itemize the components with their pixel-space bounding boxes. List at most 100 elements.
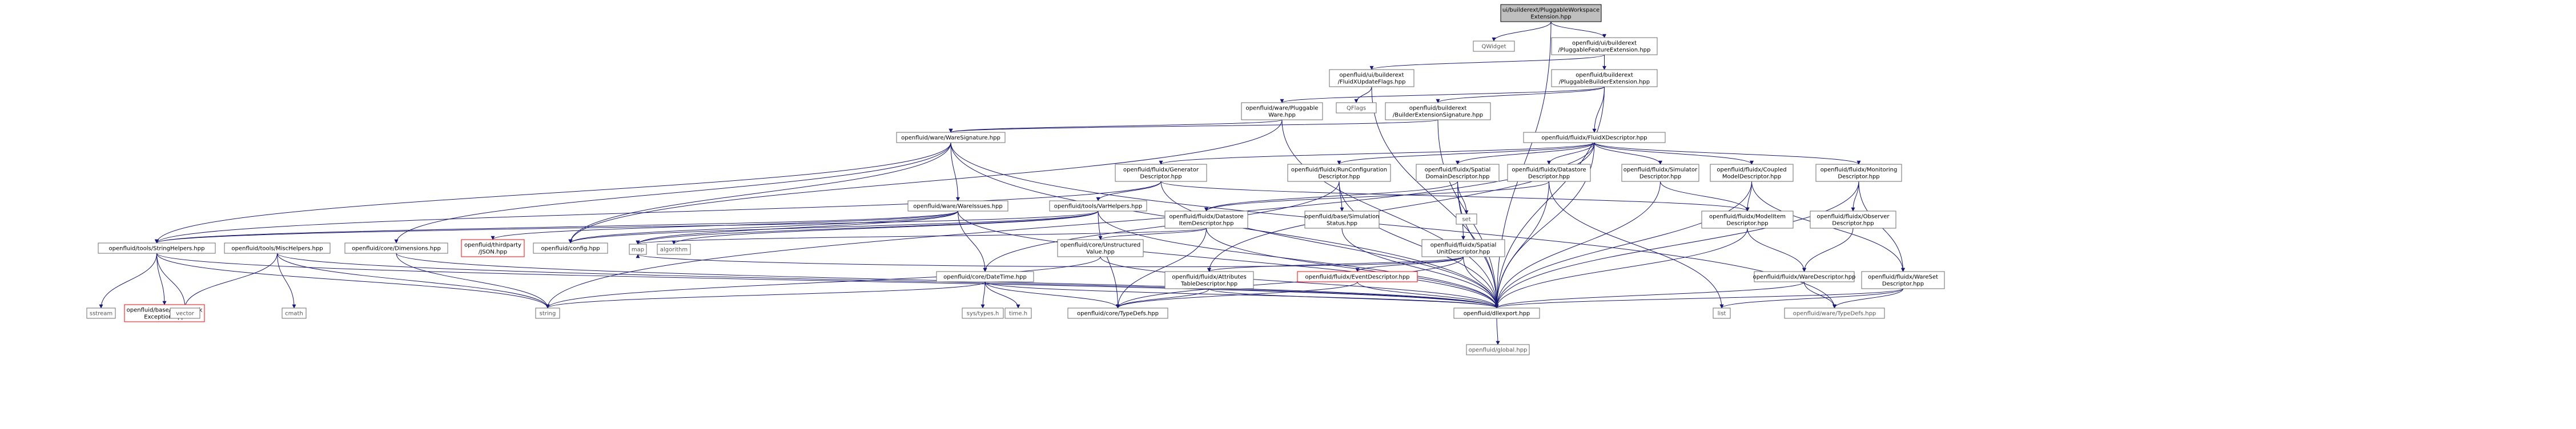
- edge-event_desc-to-core_typedefs: [1116, 281, 1358, 309]
- node-ware_desc[interactable]: openfluid/fluidx/WareDescriptor.hpp: [1753, 271, 1856, 282]
- node-ds_item[interactable]: openfluid/fluidx/DatastoreItemDescriptor…: [1164, 211, 1248, 229]
- node-box: [1287, 164, 1391, 182]
- node-set: set: [1456, 213, 1477, 225]
- node-algorithm: algorithm: [657, 244, 691, 255]
- edge-ds_desc-to-dllexport: [1494, 181, 1549, 309]
- node-label: Descriptor.hpp: [1726, 221, 1768, 227]
- node-label: openfluid/fluidx/Simulator: [1623, 167, 1698, 173]
- edge-pbuilder-to-dllexport: [1494, 86, 1605, 309]
- node-label: openfluid/fluidx/Datastore: [1512, 167, 1586, 173]
- node-varhelpers[interactable]: openfluid/tools/VarHelpers.hpp: [1049, 200, 1147, 212]
- edge-fluidx_desc-to-run_conf: [1337, 142, 1595, 165]
- edge-gen_desc-to-strhelpers: [155, 181, 1162, 244]
- node-datetime[interactable]: openfluid/core/DateTime.hpp: [936, 271, 1034, 282]
- node-spatial_unit[interactable]: openfluid/fluidx/SpatialUnitDescriptor.h…: [1421, 239, 1505, 257]
- node-box: [1336, 102, 1377, 114]
- node-pfeature[interactable]: openfluid/ui/builderext/PluggableFeature…: [1551, 37, 1658, 55]
- edge-ds_item-to-map: [636, 228, 1207, 245]
- node-root[interactable]: ui/builderext/PluggableWorkspaceExtensio…: [1500, 4, 1602, 22]
- node-label: /PluggableBuilderExtension.hpp: [1559, 79, 1650, 86]
- edge-ware_sig-to-dimensions: [394, 142, 951, 244]
- edge-ds_item-to-core_typedefs: [1116, 228, 1207, 309]
- edge-mischelpers-to-vector: [183, 253, 278, 309]
- node-spatial_dom[interactable]: openfluid/fluidx/SpatialDomainDescriptor…: [1416, 164, 1500, 182]
- node-label: openfluid/ware/WareIssues.hpp: [913, 204, 1003, 210]
- node-config[interactable]: openfluid/config.hpp: [533, 242, 608, 254]
- edge-ware_issues-to-map: [636, 211, 958, 245]
- edge-fluidx_desc-to-coupled: [1594, 142, 1754, 165]
- edge-spatial_unit-to-map: [636, 254, 1464, 268]
- node-box: [1304, 211, 1380, 229]
- node-box: [962, 307, 1004, 319]
- node-ware_sig[interactable]: openfluid/ware/WareSignature.hpp: [896, 132, 1006, 143]
- edge-dllexport-to-global: [1496, 318, 1500, 345]
- edge-bext_sig-to-ware_sig: [949, 119, 1438, 133]
- node-label: openfluid/global.hpp: [1469, 347, 1528, 354]
- node-coupled[interactable]: openfluid/fluidx/CoupledModelDescriptor.…: [1710, 164, 1794, 182]
- node-box: [461, 239, 525, 257]
- node-label: openfluid/ware/Pluggable: [1245, 106, 1318, 112]
- node-label: sstream: [90, 311, 112, 317]
- node-box: [1815, 164, 1902, 182]
- node-label: Status.hpp: [1327, 221, 1357, 227]
- node-label: /FluidXUpdateFlags.hpp: [1338, 79, 1406, 86]
- node-label: openfluid/fluidx/Coupled: [1717, 167, 1786, 173]
- node-dllexport[interactable]: openfluid/dllexport.hpp: [1453, 307, 1540, 319]
- node-label: openfluid/fluidx/WareDescriptor.hpp: [1753, 274, 1856, 281]
- node-bext_sig[interactable]: openfluid/builderext/BuilderExtensionSig…: [1385, 102, 1491, 120]
- node-fluidx_desc[interactable]: openfluid/fluidx/FluidXDescriptor.hpp: [1523, 132, 1666, 143]
- edge-gen_desc-to-dllexport: [1160, 181, 1499, 309]
- edge-attr_table-to-dllexport: [1209, 288, 1499, 309]
- node-box: [1421, 239, 1505, 257]
- node-label: openfluid/fluidx/Attributes: [1172, 274, 1247, 281]
- node-pbuilder[interactable]: openfluid/builderext/PluggableBuilderExt…: [1551, 69, 1658, 87]
- edge-root-to-pfeature: [1550, 21, 1606, 38]
- node-label: openfluid/tools/VarHelpers.hpp: [1054, 204, 1142, 210]
- edge-ds_desc-to-ds_item: [1204, 181, 1549, 212]
- edge-varhelpers-to-dllexport: [1098, 211, 1499, 309]
- edge-strhelpers-to-vector: [156, 253, 187, 309]
- edge-pluggableware-to-dllexport: [1281, 119, 1499, 309]
- edge-wareset-to-ware_typedefs: [1832, 288, 1903, 309]
- node-label: openfluid/core/Unstructured: [1060, 242, 1141, 249]
- edge-unstructured-to-string: [545, 256, 1101, 309]
- node-attr_table[interactable]: openfluid/fluidx/AttributesTableDescript…: [1164, 271, 1254, 289]
- node-run_conf[interactable]: openfluid/fluidx/RunConfigurationDescrip…: [1287, 164, 1391, 182]
- node-label: openfluid/fluidx/RunConfiguration: [1291, 167, 1387, 173]
- node-ware_issues[interactable]: openfluid/ware/WareIssues.hpp: [907, 200, 1008, 212]
- node-box: [1551, 37, 1658, 55]
- node-monitoring[interactable]: openfluid/fluidx/MonitoringDescriptor.hp…: [1815, 164, 1902, 182]
- node-map: map: [629, 244, 647, 255]
- node-box: [98, 242, 216, 254]
- node-mischelpers[interactable]: openfluid/tools/MiscHelpers.hpp: [224, 242, 331, 254]
- node-strhelpers[interactable]: openfluid/tools/StringHelpers.hpp: [98, 242, 216, 254]
- node-qwidget: QWidget: [1473, 41, 1515, 52]
- node-fluidx_upd[interactable]: openfluid/ui/builderext/FluidXUpdateFlag…: [1329, 69, 1414, 87]
- node-timeh: time.h: [1004, 307, 1032, 319]
- edge-sim_desc-to-model_item: [1660, 181, 1750, 212]
- node-label: map: [632, 247, 644, 253]
- node-core_typedefs[interactable]: openfluid/core/TypeDefs.hpp: [1067, 307, 1168, 319]
- edge-model_item-to-dllexport: [1494, 228, 1748, 309]
- node-json[interactable]: openfluid/thirdparty/JSON.hpp: [461, 239, 525, 257]
- node-label: vector: [176, 311, 195, 317]
- node-label: openfluid/base/Simulation: [1305, 214, 1380, 220]
- edge-ds_item-to-dllexport: [1206, 228, 1499, 309]
- node-box: [282, 307, 307, 319]
- edge-fluidx_desc-to-attr_table: [1207, 142, 1595, 272]
- node-label: openfluid/ware/TypeDefs.hpp: [1793, 311, 1876, 317]
- node-label: Descriptor.hpp: [1140, 174, 1181, 180]
- edge-monitoring-to-dllexport: [1494, 181, 1859, 309]
- edge-run_conf-to-datetime: [983, 181, 1340, 272]
- node-dimensions[interactable]: openfluid/core/Dimensions.hpp: [344, 242, 448, 254]
- node-event_desc[interactable]: openfluid/fluidx/EventDescriptor.hpp: [1297, 271, 1418, 282]
